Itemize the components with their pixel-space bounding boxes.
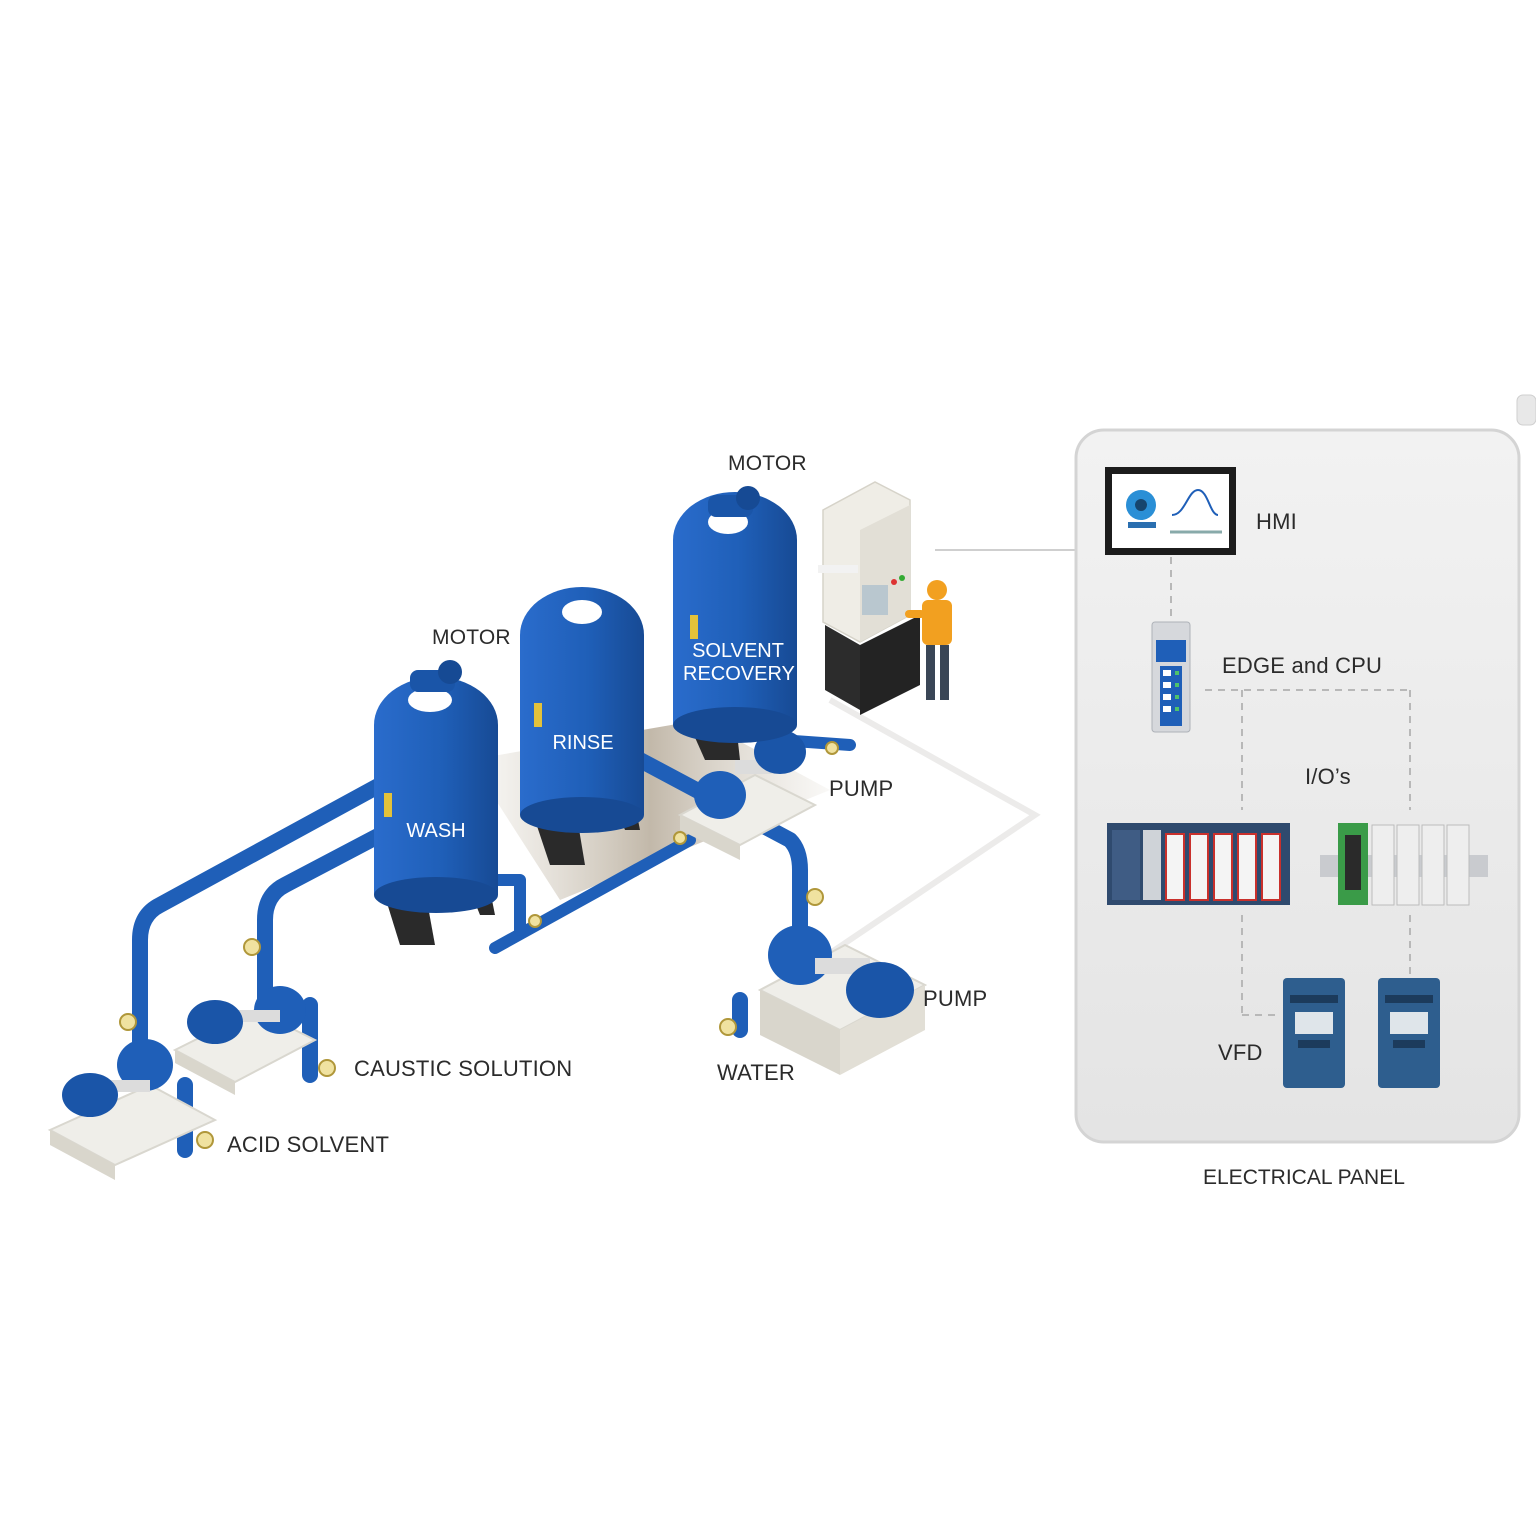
- vfd-label: VFD: [1218, 1040, 1263, 1065]
- control-cabinet: [818, 481, 920, 715]
- electrical-panel-title: ELECTRICAL PANEL: [1203, 1166, 1405, 1189]
- signal-line: [818, 697, 1041, 963]
- valves: [119, 741, 839, 1149]
- vfd-unit-1: [1283, 978, 1345, 1088]
- worker-figure: [905, 580, 952, 700]
- hmi-screen: [1105, 467, 1236, 555]
- edge-tab: [1516, 394, 1536, 426]
- pump-acid: [62, 1039, 173, 1117]
- io-rack-left: [1107, 823, 1290, 905]
- io-rack-right: [1320, 823, 1488, 906]
- pump-water: [768, 925, 914, 1018]
- wash-label: WASH: [406, 820, 466, 842]
- pipes: [132, 734, 856, 1158]
- caustic-solution-label: CAUSTIC SOLUTION: [354, 1056, 573, 1081]
- motor-icon-mid: [410, 660, 462, 692]
- pump-label-upper: PUMP: [829, 776, 894, 801]
- vfd-unit-2: [1378, 978, 1440, 1088]
- hmi-label: HMI: [1256, 509, 1297, 534]
- panel-connections: [1170, 557, 1411, 1016]
- tank-rinse: [520, 587, 644, 865]
- water-label: WATER: [717, 1060, 795, 1085]
- tank-solvent-recovery: [673, 492, 797, 760]
- acid-solvent-label: ACID SOLVENT: [227, 1132, 390, 1157]
- pump-label-lower: PUMP: [923, 986, 988, 1011]
- solvent-recovery-label: SOLVENT RECOVERY: [683, 640, 795, 686]
- pump-caustic: [187, 986, 306, 1044]
- pump-upper: [694, 730, 806, 819]
- motor-label-mid: MOTOR: [432, 626, 511, 649]
- edge-cpu-label: EDGE and CPU: [1222, 653, 1383, 678]
- tank-wash: [374, 677, 498, 945]
- electrical-panel-box: [1074, 428, 1521, 1144]
- motor-icon-top: [708, 486, 760, 517]
- rinse-label: RINSE: [552, 732, 614, 754]
- solvent-recovery-line2: RECOVERY: [683, 663, 795, 685]
- ios-label: I/O’s: [1305, 764, 1351, 789]
- solvent-recovery-line1: SOLVENT: [692, 640, 784, 662]
- edge-cpu-module: [1151, 621, 1191, 733]
- motor-label-top: MOTOR: [728, 452, 807, 475]
